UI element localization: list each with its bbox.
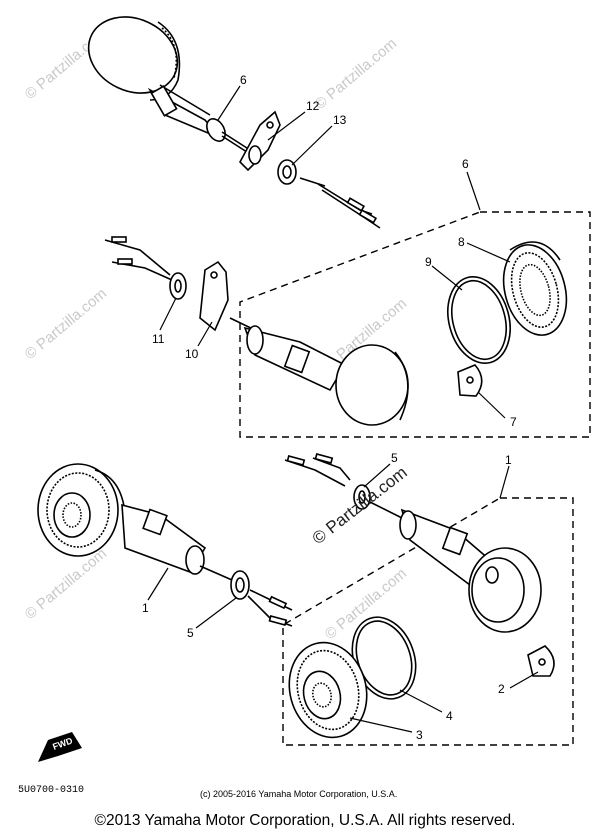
callout-11: 11	[152, 332, 165, 346]
callout-labels: 6 12 13 6 8 9 11 10 7 5 1 1 5 2 4 3	[142, 73, 517, 742]
middle-flasher-assembly	[104, 236, 568, 426]
footer-copyright: ©2013 Yamaha Motor Corporation, U.S.A. A…	[94, 812, 516, 829]
callout-1: 1	[142, 601, 149, 615]
callout-2: 2	[498, 682, 505, 696]
bg-watermark: © Partzilla.com	[22, 285, 110, 363]
callout-7: 7	[510, 415, 517, 429]
callout-5: 5	[391, 451, 398, 465]
leader-lines	[147, 85, 539, 733]
callout-6: 6	[240, 73, 247, 87]
callout-5: 5	[187, 626, 194, 640]
fwd-arrow-icon: FWD	[38, 732, 82, 762]
lower-right-flasher-assembly	[284, 453, 555, 739]
part-code: 5U0700-0310	[18, 785, 84, 796]
lower-dashed-box	[282, 497, 574, 746]
bg-watermark: © Partzilla.com	[312, 35, 400, 113]
callout-6: 6	[462, 157, 469, 171]
callout-8: 8	[458, 235, 465, 249]
callout-9: 9	[425, 255, 432, 269]
top-flasher-assembly	[87, 16, 381, 229]
callout-12: 12	[306, 99, 320, 113]
callout-4: 4	[446, 709, 453, 723]
lower-left-flasher-assembly	[37, 463, 293, 627]
callout-3: 3	[416, 728, 423, 742]
small-copyright: (c) 2005-2016 Yamaha Motor Corporation, …	[200, 789, 397, 799]
callout-10: 10	[185, 347, 199, 361]
callout-13: 13	[333, 113, 347, 127]
callout-1: 1	[505, 453, 512, 467]
bg-watermark: © Partzilla.com	[22, 545, 110, 623]
middle-dashed-box	[239, 211, 591, 438]
